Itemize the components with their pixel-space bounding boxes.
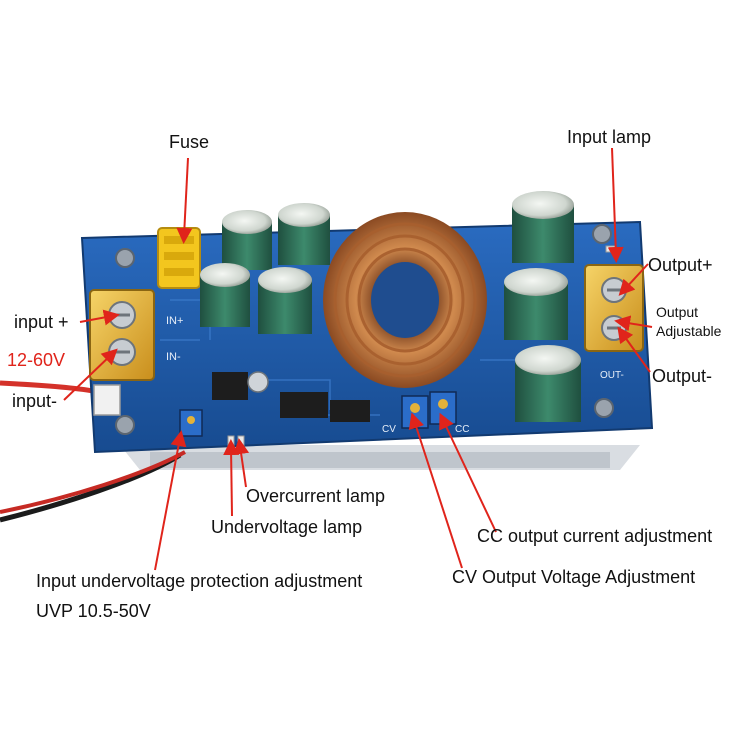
capacitor (258, 267, 312, 334)
capacitor (515, 345, 581, 422)
undervoltage-lamp-led (227, 435, 235, 447)
label-output-adjustable-1: Output (656, 304, 699, 320)
capacitor (222, 210, 272, 270)
capacitor (512, 191, 574, 263)
ic-chip (280, 392, 328, 418)
label-output-adjustable-2: Adjustable (656, 323, 722, 339)
silk-cv: CV (382, 424, 396, 435)
label-fuse: Fuse (169, 132, 210, 152)
toroid-inductor (323, 212, 487, 388)
capacitor (278, 203, 330, 265)
small-cap (247, 371, 269, 393)
label-input-plus: input + (14, 312, 69, 332)
ic-chip (330, 400, 370, 422)
mount-hole (594, 398, 614, 418)
mount-hole (115, 248, 135, 268)
capacitor (504, 268, 568, 340)
label-cc-adjust: CC output current adjustment (477, 526, 713, 546)
label-input-lamp: Input lamp (567, 127, 652, 147)
label-uvp-range: UVP 10.5-50V (36, 601, 151, 621)
label-cv-adjust: CV Output Voltage Adjustment (452, 567, 696, 587)
silk-out-minus: OUT- (600, 370, 624, 381)
jst-connector (93, 384, 121, 416)
heatsink-shadow (150, 452, 610, 468)
input-lamp-led (605, 245, 617, 253)
silk-in-plus: IN+ (166, 315, 183, 327)
wire-red-2 (0, 450, 186, 514)
annotation-arrows (63, 147, 653, 571)
label-input-minus: input- (12, 391, 58, 411)
silk-cc: CC (455, 424, 469, 435)
mount-hole (115, 415, 135, 435)
label-undervoltage-lamp: Undervoltage lamp (211, 517, 363, 537)
ic-chip (212, 372, 248, 400)
label-overcurrent-lamp: Overcurrent lamp (246, 486, 386, 506)
label-input-range: 12-60V (7, 350, 66, 370)
overcurrent-lamp-led (237, 435, 245, 447)
label-output-minus: Output- (652, 366, 713, 386)
silk-in-minus: IN- (166, 351, 181, 363)
mount-hole (592, 224, 612, 244)
label-output-plus: Output+ (648, 255, 713, 275)
label-uvp-adjust: Input undervoltage protection adjustment (36, 571, 363, 591)
capacitor (200, 263, 250, 327)
